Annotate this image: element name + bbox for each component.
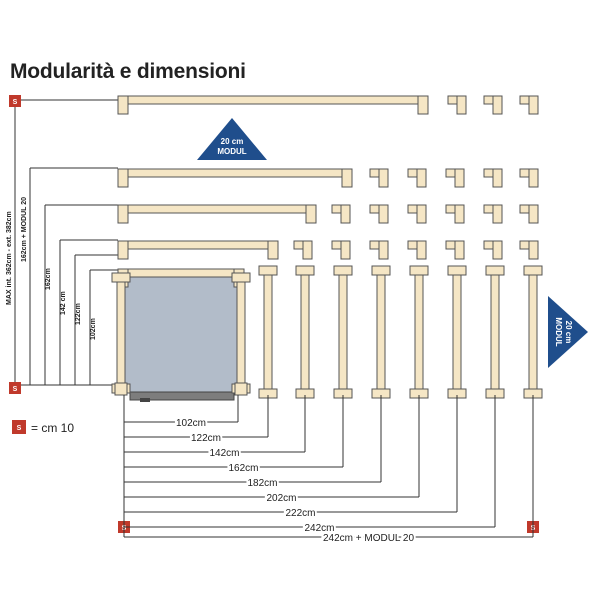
corner-connector <box>407 240 427 260</box>
label-v102: 102cm <box>90 318 97 340</box>
legend: S = cm 10 <box>12 420 74 435</box>
label-v162: 162cm <box>45 268 52 290</box>
dimension-label: 182cm <box>247 478 277 489</box>
vertical-beam <box>447 265 467 399</box>
corner-connector <box>445 240 465 260</box>
beam-pieces <box>111 95 543 402</box>
svg-text:S: S <box>13 386 18 393</box>
vertical-beam <box>333 265 353 399</box>
svg-text:MODUL: MODUL <box>217 147 246 156</box>
svg-text:S: S <box>17 425 22 432</box>
vertical-beam <box>409 265 429 399</box>
horizontal-beam <box>117 168 353 188</box>
svg-text:20 cm: 20 cm <box>221 137 244 146</box>
corner-connector <box>483 168 503 188</box>
floor-base <box>129 391 235 401</box>
corner-connector <box>519 240 539 260</box>
corner-connector <box>369 240 389 260</box>
vertical-beam <box>523 265 543 399</box>
horizontal-beam <box>117 204 317 224</box>
page-title: Modularità e dimensioni <box>10 60 246 83</box>
frame-foot <box>234 382 248 396</box>
corner-connector <box>293 240 313 260</box>
corner-connector <box>519 168 539 188</box>
legend-text: = cm 10 <box>31 421 74 435</box>
svg-text:MODUL: MODUL <box>554 317 563 346</box>
vertical-beam <box>485 265 505 399</box>
corner-connector <box>407 204 427 224</box>
vertical-dimension-lines <box>14 99 118 386</box>
vertical-beam <box>258 265 278 399</box>
corner-connector <box>331 240 351 260</box>
corner-connector <box>483 240 503 260</box>
floor-foot <box>140 398 150 402</box>
horizontal-dimension-lines: 102cm 122cm 142cm 162cm 182cm 202cm 222cm 242cm… <box>123 395 534 546</box>
label-max-sub: 162cm + MODUL 20 <box>21 197 28 262</box>
dimension-label: 242cm + MODUL 20 <box>323 533 414 544</box>
dimension-label: 242cm <box>304 523 334 534</box>
svg-text:20 cm: 20 cm <box>564 321 573 344</box>
vertical-beam <box>295 265 315 399</box>
dimension-label: 122cm <box>191 433 221 444</box>
dimension-label: 222cm <box>285 508 315 519</box>
corner-connector <box>445 204 465 224</box>
corner-connector <box>519 204 539 224</box>
s-badge-bottom-left: S <box>9 382 21 394</box>
corner-connector <box>519 95 539 115</box>
s-badge-top-left: S <box>9 95 21 107</box>
vertical-beam <box>371 265 391 399</box>
corner-connector <box>447 95 467 115</box>
corner-connector <box>483 204 503 224</box>
horizontal-beam <box>117 240 279 260</box>
corner-connector <box>407 168 427 188</box>
label-max: MAX int. 362cm - ext. 382cm <box>6 211 13 305</box>
dimension-label: 142cm <box>209 448 239 459</box>
corner-connector <box>369 204 389 224</box>
horizontal-beam <box>117 95 429 115</box>
corner-connector <box>331 204 351 224</box>
frame-foot <box>114 382 128 396</box>
glass-panel <box>123 275 239 393</box>
corner-connector <box>483 95 503 115</box>
corner-connector <box>445 168 465 188</box>
dimension-label: 202cm <box>266 493 296 504</box>
dimension-label: 162cm <box>228 463 258 474</box>
modul-badge-top: 20 cm MODUL <box>197 118 267 160</box>
svg-text:S: S <box>13 99 18 106</box>
label-v142: 142 cm <box>60 291 67 315</box>
dimension-label: 102cm <box>176 418 206 429</box>
label-v122: 122cm <box>75 303 82 325</box>
modul-badge-right: 20 cm MODUL <box>548 296 588 368</box>
corner-connector <box>369 168 389 188</box>
